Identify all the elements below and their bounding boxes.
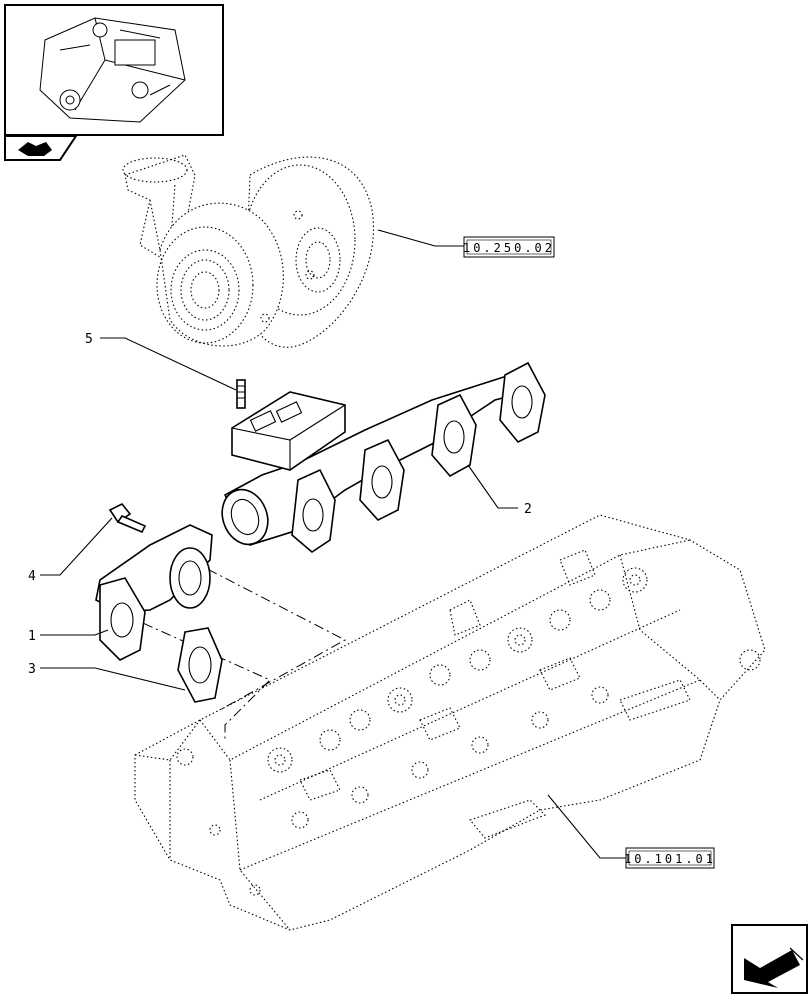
callout-2[interactable]: 2 <box>467 464 532 517</box>
callout-3-label: 3 <box>28 662 36 677</box>
engine-thumbnail-icon[interactable] <box>4 4 224 136</box>
alignment-line-upper <box>189 559 347 711</box>
cylinder-head-reference-box[interactable]: 10.101.01 <box>624 847 716 869</box>
callout-4[interactable]: 4 <box>28 517 113 584</box>
exhaust-manifold-part[interactable] <box>215 361 546 554</box>
gasket-part[interactable] <box>177 627 223 703</box>
callout-1-label: 1 <box>28 629 36 644</box>
section-badge-icon[interactable] <box>4 135 78 161</box>
turbocharger-reference-label: 10.250.02 <box>463 241 555 255</box>
stud-part[interactable] <box>236 379 246 409</box>
callout-5-label: 5 <box>85 332 93 347</box>
callout-2-label: 2 <box>524 502 532 517</box>
callout-5[interactable]: 5 <box>85 332 237 391</box>
next-page-arrow-icon[interactable] <box>731 924 808 994</box>
cylinder-head-reference-drawing <box>134 514 766 931</box>
bolt-part[interactable] <box>108 502 147 534</box>
turbocharger-reference-drawing <box>122 154 374 348</box>
exhaust-elbow-part[interactable] <box>95 524 213 661</box>
callout-1[interactable]: 1 <box>28 629 109 644</box>
turbocharger-reference-box[interactable]: 10.250.02 <box>463 236 555 258</box>
callout-3[interactable]: 3 <box>28 662 186 691</box>
cylinder-head-reference-label: 10.101.01 <box>624 852 716 866</box>
callout-4-label: 4 <box>28 569 36 584</box>
